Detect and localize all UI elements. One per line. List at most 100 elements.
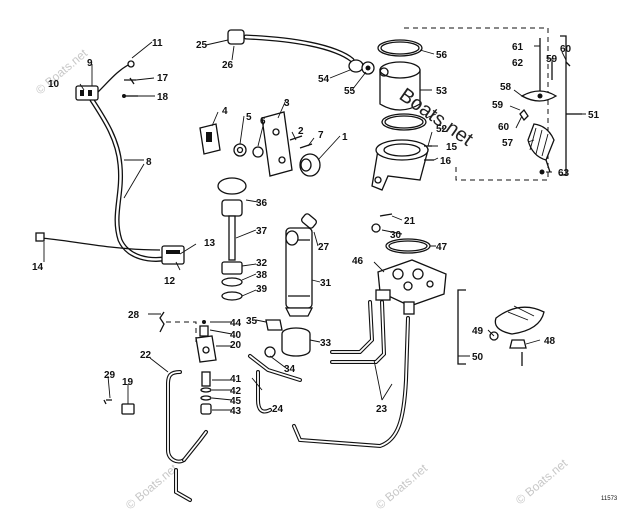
washer-63 <box>539 169 545 175</box>
line-24 <box>256 370 272 414</box>
callout-52: 52 <box>436 124 448 135</box>
callout-41: 41 <box>230 374 242 385</box>
callout-14: 14 <box>32 262 44 273</box>
line-23a <box>330 300 375 354</box>
callout-46: 46 <box>352 256 364 267</box>
reservoir-group <box>457 289 545 366</box>
callout-2: 2 <box>298 126 304 137</box>
callout-57: 57 <box>502 138 514 149</box>
callout-30: 30 <box>390 230 402 241</box>
hose-26-group <box>227 29 375 75</box>
faint-watermark-4: © Boats.net <box>513 456 571 508</box>
callout-27: 27 <box>318 242 330 253</box>
spring-28 <box>159 311 165 333</box>
armature-group <box>404 27 582 181</box>
screw-17 <box>124 77 136 85</box>
plug-43 <box>200 403 212 415</box>
washer-6 <box>252 146 264 158</box>
line-22 <box>166 370 186 464</box>
callout-48: 48 <box>544 336 556 347</box>
callout-40: 40 <box>230 330 242 341</box>
callout-13: 13 <box>204 238 216 249</box>
fitting-25 <box>227 29 245 45</box>
pin-60 <box>565 61 571 67</box>
screw-7 <box>299 143 313 149</box>
motor-53 <box>379 69 421 111</box>
callout-50: 50 <box>472 352 484 363</box>
bracket-33 <box>281 327 311 357</box>
pump-group <box>371 213 447 315</box>
harness-lead-11 <box>97 63 131 93</box>
valve-lines-group <box>103 300 410 502</box>
callout-59-a: 59 <box>546 54 558 65</box>
callout-16: 16 <box>440 156 452 167</box>
wire-harness-group <box>35 60 185 265</box>
harness-lead-14 <box>39 237 161 251</box>
oring-45 <box>200 395 212 401</box>
callout-6: 6 <box>260 116 266 127</box>
leader-lines <box>43 39 586 411</box>
callout-43: 43 <box>230 406 242 417</box>
callout-60-b: 60 <box>498 122 510 133</box>
harness-plug-12 <box>161 245 185 265</box>
reservoir-disc <box>494 306 545 335</box>
callout-54: 54 <box>318 74 330 85</box>
callout-38: 38 <box>256 270 268 281</box>
callout-26: 26 <box>222 60 234 71</box>
callout-5: 5 <box>246 112 252 123</box>
callout-47: 47 <box>436 242 448 253</box>
callout-51: 51 <box>588 110 600 121</box>
faint-watermark-3: © Boats.net <box>373 461 431 512</box>
rod-37 <box>228 215 236 261</box>
callout-7: 7 <box>318 130 324 141</box>
cylinder-group <box>217 177 317 358</box>
clip-19 <box>121 403 135 415</box>
callout-34: 34 <box>284 364 296 375</box>
screw-21 <box>379 213 393 217</box>
callout-8: 8 <box>146 157 152 168</box>
callout-55: 55 <box>344 86 356 97</box>
bracket-51 <box>560 35 567 176</box>
callout-35: 35 <box>246 316 258 327</box>
oring-38 <box>221 277 243 287</box>
callouts: 1 2 3 4 5 6 7 8 9 10 11 12 13 14 15 16 1… <box>32 38 600 417</box>
line-23b <box>292 316 410 449</box>
callout-62: 62 <box>512 58 524 69</box>
callout-44: 44 <box>230 318 242 329</box>
callout-21: 21 <box>404 216 416 227</box>
harness-cable <box>89 97 173 262</box>
callout-28: 28 <box>128 310 140 321</box>
plate-3 <box>261 111 293 177</box>
harness-connector-10 <box>75 85 99 101</box>
callout-1: 1 <box>342 132 348 143</box>
callout-59-b: 59 <box>492 100 504 111</box>
oring-42 <box>200 387 212 393</box>
callout-36: 36 <box>256 198 268 209</box>
brush-60 <box>519 108 529 122</box>
callout-24: 24 <box>272 404 284 415</box>
callout-29: 29 <box>104 370 116 381</box>
callout-11: 11 <box>152 38 163 49</box>
nut-5 <box>233 143 247 157</box>
oring-56 <box>377 39 423 57</box>
washer-30 <box>371 223 381 233</box>
bracket-50 <box>457 289 466 365</box>
motor-group <box>371 39 434 191</box>
fitting-54 <box>348 59 364 73</box>
clip-35 <box>265 319 283 331</box>
callout-31: 31 <box>320 278 332 289</box>
faint-watermark-2: © Boats.net <box>123 461 181 512</box>
callout-63: 63 <box>558 168 570 179</box>
pin-27 <box>301 213 317 229</box>
callout-17: 17 <box>157 73 169 84</box>
valve-body-20 <box>195 335 217 363</box>
callout-56: 56 <box>436 50 448 61</box>
bushing-1 <box>299 153 321 177</box>
callout-58: 58 <box>500 82 512 93</box>
callout-23: 23 <box>376 404 388 415</box>
callout-61: 61 <box>512 42 524 53</box>
callout-42: 42 <box>230 386 242 397</box>
callout-20: 20 <box>230 340 242 351</box>
callout-15: 15 <box>446 142 458 153</box>
